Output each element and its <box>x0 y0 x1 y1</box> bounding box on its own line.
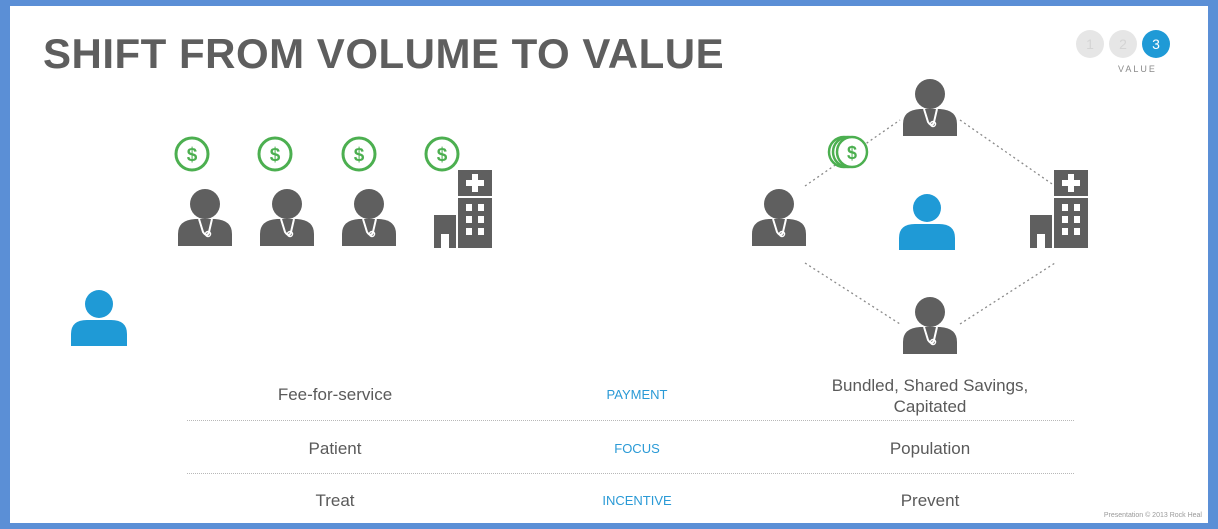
network-connections <box>804 119 1056 325</box>
coin-symbol: $ <box>354 145 365 166</box>
coin-icon: $ <box>424 136 460 172</box>
incentive-volume-text: Treat <box>315 491 355 510</box>
slide: SHIFT FROM VOLUME TO VALUE 1 2 3 VALUE <box>10 6 1208 523</box>
coin-symbol: $ <box>187 145 198 166</box>
payment-volume-text: Fee-for-service <box>277 385 393 404</box>
slide-title: SHIFT FROM VOLUME TO VALUE <box>43 30 725 77</box>
hospital-icon <box>1030 170 1088 248</box>
incentive-label: INCENTIVE <box>602 493 672 508</box>
person-icon <box>71 290 127 346</box>
focus-volume-text: Patient <box>308 439 362 458</box>
coin-icon: $ <box>341 136 377 172</box>
doctor-icon <box>259 188 315 247</box>
coin-icon: $ <box>257 136 293 172</box>
step-label: VALUE <box>1118 64 1157 74</box>
doctor-icon <box>341 188 397 247</box>
doctor-icon <box>902 78 958 137</box>
payment-label: PAYMENT <box>606 387 668 402</box>
incentive-value-text: Prevent <box>900 491 960 510</box>
focus-label: FOCUS <box>614 441 660 456</box>
doctor-icon <box>902 296 958 355</box>
person-icon <box>899 194 955 250</box>
row-divider <box>187 473 1074 474</box>
coin-symbol: $ <box>270 145 281 166</box>
row-divider <box>187 420 1074 421</box>
step-2-indicator: 2 <box>1109 30 1137 58</box>
doctor-icon <box>177 188 233 247</box>
payment-value-text: Bundled, Shared Savings, Capitated <box>831 376 1029 416</box>
hospital-icon <box>434 170 492 248</box>
coin-symbol: $ <box>437 145 448 166</box>
coin-icon: $ <box>174 136 210 172</box>
coin-symbol: $ <box>847 143 857 163</box>
step-1-indicator: 1 <box>1076 30 1104 58</box>
coin-stack-icon: $ <box>827 135 869 169</box>
diagram-canvas: $ $ $ $ <box>71 78 1088 355</box>
copyright-footer: Presentation © 2013 Rock Heal <box>1103 512 1202 519</box>
focus-value-text: Population <box>889 439 971 458</box>
doctor-icon <box>751 188 807 247</box>
step-3-indicator: 3 <box>1142 30 1170 58</box>
